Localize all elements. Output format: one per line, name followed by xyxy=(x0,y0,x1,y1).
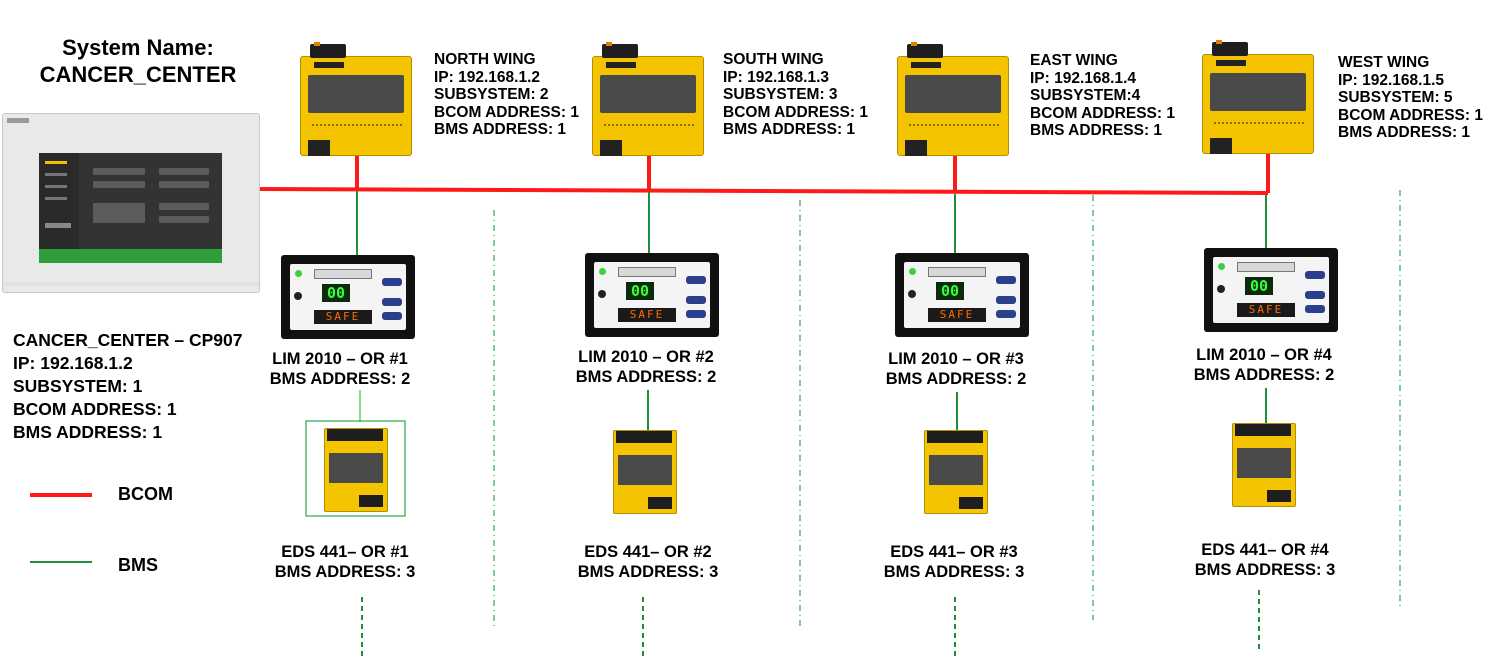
lim-status-display: SAFE xyxy=(1237,303,1295,317)
gateway-name: EAST WING xyxy=(1030,52,1118,69)
controller-bcom-address: BCOM ADDRESS: 1 xyxy=(13,399,177,419)
lim-name: LIM 2010 – OR #1 xyxy=(272,350,408,368)
gateway-device-south xyxy=(592,42,704,156)
screen-sidebar xyxy=(39,153,79,249)
eds-name: EDS 441– OR #2 xyxy=(584,543,712,561)
gateway-subsystem: SUBSYSTEM:4 xyxy=(1030,87,1141,105)
gateway-ip: IP: 192.168.1.4 xyxy=(1030,69,1136,87)
gateway-bms-address: BMS ADDRESS: 1 xyxy=(723,121,856,139)
lim-digit-display: 00 xyxy=(322,284,350,302)
gateway-bms-address: BMS ADDRESS: 1 xyxy=(1030,122,1163,140)
gateway-ip: IP: 192.168.1.2 xyxy=(434,68,540,86)
lim-status-display: SAFE xyxy=(928,308,986,322)
eds-device-2 xyxy=(613,430,677,514)
gateway-subsystem: SUBSYSTEM: 2 xyxy=(434,86,549,104)
gateway-bcom-address: BCOM ADDRESS: 1 xyxy=(1030,104,1175,122)
eds-bms-address: BMS ADDRESS: 3 xyxy=(1194,561,1336,579)
controller-subsystem: SUBSYSTEM: 1 xyxy=(13,376,143,396)
eds-label-3: EDS 441– OR #3 BMS ADDRESS: 3 xyxy=(854,542,1054,582)
touch-screen xyxy=(39,153,222,263)
eds-device-1 xyxy=(324,428,388,512)
lim-device-3: 00 SAFE xyxy=(895,253,1029,337)
gateway-bms-address: BMS ADDRESS: 1 xyxy=(434,121,567,139)
gateway-device-north xyxy=(300,42,412,156)
controller-bms-address: BMS ADDRESS: 1 xyxy=(13,422,163,442)
eds-selection-box xyxy=(305,420,406,517)
lim-device-1: 00 SAFE xyxy=(281,255,415,339)
gateway-bcom-address: BCOM ADDRESS: 1 xyxy=(434,103,579,121)
eds-bms-address: BMS ADDRESS: 3 xyxy=(883,563,1025,581)
lim-status-display: SAFE xyxy=(618,308,676,322)
lim-label-1: LIM 2010 – OR #1 BMS ADDRESS: 2 xyxy=(240,349,440,389)
eds-label-1: EDS 441– OR #1 BMS ADDRESS: 3 xyxy=(245,542,445,582)
gateway-name: WEST WING xyxy=(1338,54,1430,71)
legend-bms-label: BMS xyxy=(118,555,158,575)
gateway-ip: IP: 192.168.1.5 xyxy=(1338,71,1444,89)
system-title-line2: CANCER_CENTER xyxy=(39,62,237,87)
gateway-label-south: SOUTH WING IP: 192.168.1.3 SUBSYSTEM: 3 … xyxy=(723,51,868,139)
system-title: System Name: CANCER_CENTER xyxy=(38,34,238,88)
bcom-trunk-line xyxy=(257,187,1269,195)
gateway-name: NORTH WING xyxy=(434,51,536,68)
gateway-label-east: EAST WING IP: 192.168.1.4 SUBSYSTEM:4 BC… xyxy=(1030,52,1175,140)
controller-info: CANCER_CENTER – CP907 IP: 192.168.1.2 SU… xyxy=(13,329,243,444)
gateway-bms-address: BMS ADDRESS: 1 xyxy=(1338,124,1471,142)
gateway-subsystem: SUBSYSTEM: 3 xyxy=(723,86,838,104)
gateway-device-west xyxy=(1202,40,1314,154)
lim-name: LIM 2010 – OR #2 xyxy=(578,348,714,366)
screen-status-bar xyxy=(39,249,222,263)
lim-bms-address: BMS ADDRESS: 2 xyxy=(575,368,717,386)
lim-label-3: LIM 2010 – OR #3 BMS ADDRESS: 2 xyxy=(856,349,1056,389)
lim-digit-display: 00 xyxy=(936,282,964,300)
eds-bms-address: BMS ADDRESS: 3 xyxy=(274,563,416,581)
gateway-bcom-address: BCOM ADDRESS: 1 xyxy=(1338,106,1483,124)
eds-label-2: EDS 441– OR #2 BMS ADDRESS: 3 xyxy=(548,542,748,582)
lim-label-2: LIM 2010 – OR #2 BMS ADDRESS: 2 xyxy=(546,347,746,387)
lim-label-4: LIM 2010 – OR #4 BMS ADDRESS: 2 xyxy=(1164,345,1364,385)
gateway-name: SOUTH WING xyxy=(723,51,824,68)
gateway-label-north: NORTH WING IP: 192.168.1.2 SUBSYSTEM: 2 … xyxy=(434,51,579,139)
gateway-label-west: WEST WING IP: 192.168.1.5 SUBSYSTEM: 5 B… xyxy=(1338,54,1483,142)
gateway-ip: IP: 192.168.1.3 xyxy=(723,68,829,86)
lim-digit-display: 00 xyxy=(626,282,654,300)
gateway-device-east xyxy=(897,42,1009,156)
eds-label-4: EDS 441– OR #4 BMS ADDRESS: 3 xyxy=(1165,540,1365,580)
gateway-subsystem: SUBSYSTEM: 5 xyxy=(1338,89,1453,107)
lim-name: LIM 2010 – OR #3 xyxy=(888,350,1024,368)
lim-digit-display: 00 xyxy=(1245,277,1273,295)
legend-bcom-label: BCOM xyxy=(118,484,173,504)
lim-bms-address: BMS ADDRESS: 2 xyxy=(1193,366,1335,384)
cp907-touch-panel xyxy=(2,113,260,293)
controller-name: CANCER_CENTER – CP907 xyxy=(13,330,243,350)
lim-status-display: SAFE xyxy=(314,310,372,324)
lim-name: LIM 2010 – OR #4 xyxy=(1196,346,1332,364)
lim-bms-address: BMS ADDRESS: 2 xyxy=(269,370,411,388)
eds-name: EDS 441– OR #4 xyxy=(1201,541,1329,559)
eds-device-4 xyxy=(1232,423,1296,507)
lim-device-4: 00 SAFE xyxy=(1204,248,1338,332)
logo-mark xyxy=(7,118,29,123)
eds-device-3 xyxy=(924,430,988,514)
system-title-line1: System Name: xyxy=(62,35,214,60)
eds-name: EDS 441– OR #1 xyxy=(281,543,409,561)
eds-name: EDS 441– OR #3 xyxy=(890,543,1018,561)
eds-bms-address: BMS ADDRESS: 3 xyxy=(577,563,719,581)
gateway-bcom-address: BCOM ADDRESS: 1 xyxy=(723,103,868,121)
controller-ip: IP: 192.168.1.2 xyxy=(13,353,133,373)
lim-bms-address: BMS ADDRESS: 2 xyxy=(885,370,1027,388)
lim-device-2: 00 SAFE xyxy=(585,253,719,337)
